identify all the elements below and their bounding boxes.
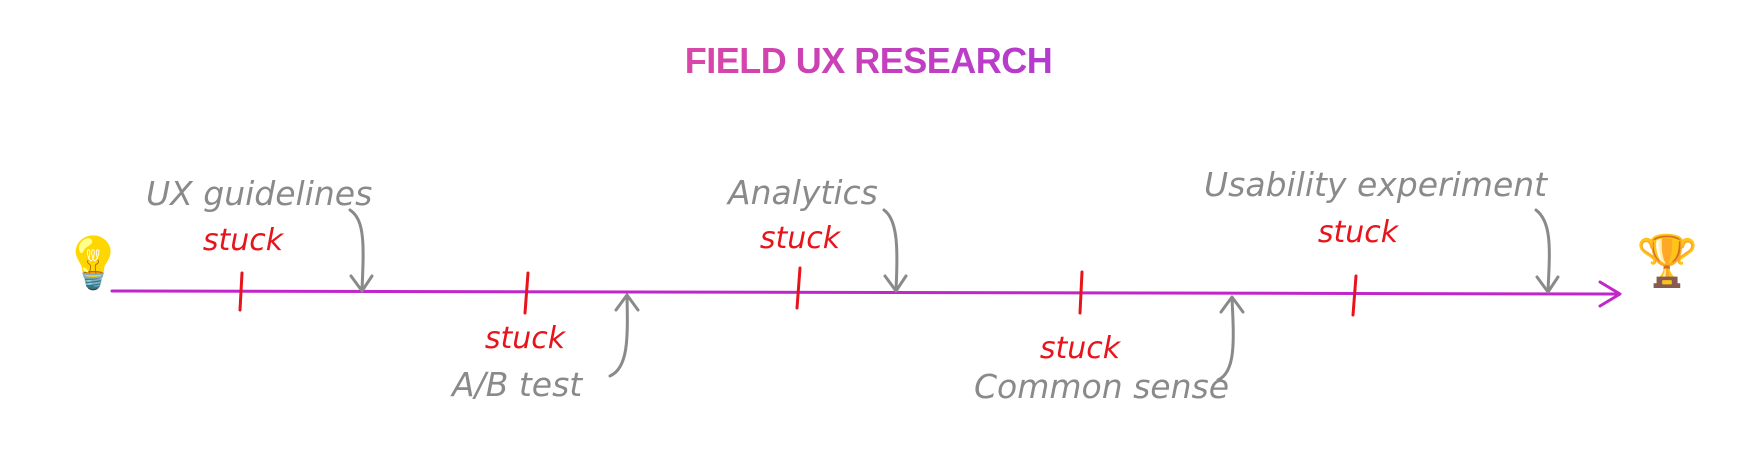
pointer-arrowhead — [1535, 275, 1560, 294]
method-label-ux-guidelines: UX guidelines — [146, 174, 372, 213]
page-title: FIELD UX RESEARCH — [0, 40, 1737, 82]
lightbulb-icon: 💡 — [62, 234, 125, 292]
stuck-tick — [1078, 270, 1084, 315]
timeline-line — [110, 289, 1618, 296]
pointer-arrowhead — [349, 274, 374, 293]
trophy-icon: 🏆 — [1636, 232, 1699, 290]
timeline-arrowhead — [1598, 280, 1622, 308]
page-title-text: FIELD UX RESEARCH — [684, 40, 1053, 81]
pointer-arrow — [882, 208, 899, 292]
stuck-label: stuck — [203, 223, 285, 258]
stuck-tick — [1351, 274, 1358, 317]
stuck-tick — [238, 271, 244, 312]
stuck-tick — [795, 266, 802, 310]
pointer-arrow — [1216, 296, 1235, 382]
method-label-common-sense: Common sense — [974, 367, 1229, 406]
pointer-arrow — [1534, 208, 1551, 293]
pointer-arrow — [608, 294, 629, 378]
method-label-analytics: Analytics — [726, 173, 878, 212]
stuck-label: stuck — [760, 221, 842, 256]
pointer-arrow — [348, 208, 365, 292]
stuck-label: stuck — [1318, 215, 1400, 250]
pointer-arrowhead — [1219, 295, 1245, 314]
stuck-label: stuck — [1040, 331, 1122, 366]
pointer-arrowhead — [614, 293, 640, 312]
method-label-ab-test: A/B test — [450, 365, 583, 404]
pointer-arrowhead — [883, 274, 908, 293]
stuck-label: stuck — [485, 321, 567, 356]
method-label-usability-experiment: Usability experiment — [1204, 165, 1548, 204]
stuck-tick — [523, 271, 530, 315]
